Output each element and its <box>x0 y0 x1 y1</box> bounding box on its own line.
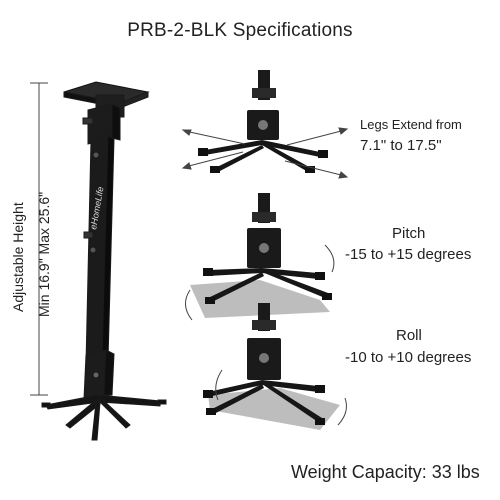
weight-capacity: Weight Capacity: 33 lbs <box>291 462 480 482</box>
legs-extend-arrows <box>181 127 349 179</box>
extended-mount-image <box>41 81 167 441</box>
height-dimension-line <box>30 82 48 396</box>
legs-extend-range: 7.1" to 17.5" <box>360 137 442 154</box>
roll-range: -10 to +10 degrees <box>345 349 472 366</box>
roll-label: Roll <box>396 327 422 344</box>
legs-extend-image <box>198 70 328 173</box>
pitch-image <box>190 193 332 318</box>
pitch-arrows <box>185 244 335 321</box>
pitch-range: -15 to +15 degrees <box>345 246 472 263</box>
roll-arrows <box>215 369 347 426</box>
legs-extend-label: Legs Extend from <box>360 117 462 132</box>
roll-image <box>203 303 340 430</box>
pitch-label: Pitch <box>392 225 426 242</box>
page-title: PRB-2-BLK Specifications <box>127 20 353 41</box>
